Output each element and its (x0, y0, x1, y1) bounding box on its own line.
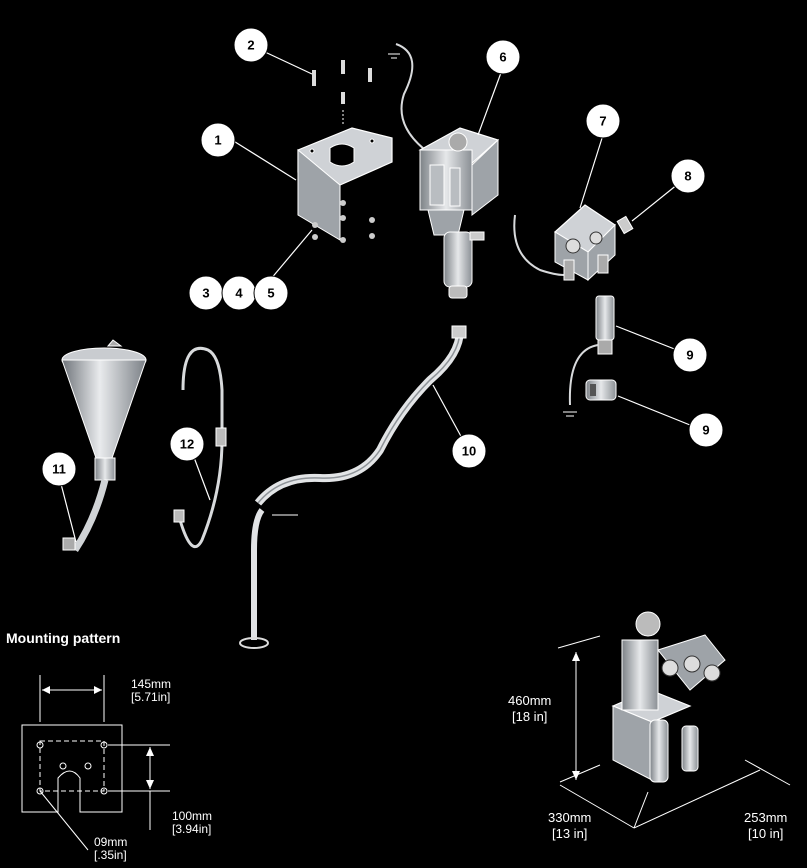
callout-9b-label: 9 (702, 423, 709, 438)
callout-7: 7 (585, 103, 621, 139)
fitting (616, 215, 634, 235)
callout-5: 5 (253, 275, 289, 311)
mounting-pattern-title: Mounting pattern (6, 630, 120, 646)
callout-4-label: 4 (235, 286, 243, 301)
mounting-hole-in: [.35in] (94, 848, 127, 862)
washers-and-nuts (312, 200, 375, 243)
callout-12-label: 12 (180, 437, 194, 452)
callout-11: 11 (41, 451, 77, 487)
callout-5-label: 5 (267, 286, 274, 301)
mounting-holes (36, 741, 108, 795)
mounting-height-in: [3.94in] (172, 822, 211, 836)
solenoid (563, 295, 615, 417)
overall-width-in: [10 in] (748, 826, 783, 841)
overall-depth-mm: 330mm (548, 810, 591, 825)
callout-6: 6 (485, 39, 521, 75)
callout-7-label: 7 (599, 114, 606, 129)
overall-depth-in: [13 in] (552, 826, 587, 841)
mounting-height-mm: 100mm (172, 809, 212, 823)
callout-3-label: 3 (202, 286, 209, 301)
supply-hose (239, 325, 467, 649)
callout-9-fitting: 9 (688, 412, 724, 448)
callout-8: 8 (670, 158, 706, 194)
callout-2: 2 (233, 27, 269, 63)
valve-manifold (513, 204, 616, 282)
callout-10: 10 (451, 433, 487, 469)
mounting-hole-mm: 09mm (94, 835, 127, 849)
mounting-bracket (297, 127, 393, 241)
callout-6-label: 6 (499, 50, 506, 65)
callout-4: 4 (221, 275, 257, 311)
overall-height-mm: 460mm (508, 693, 551, 708)
overall-height-in: [18 in] (512, 709, 547, 724)
callout-2-label: 2 (247, 38, 254, 53)
mounting-pattern: Mounting pattern 145mm [5.71in] 100mm [3… (6, 630, 212, 862)
callout-1-label: 1 (214, 133, 221, 148)
callout-9-solenoid: 9 (672, 337, 708, 373)
mounting-width-in: [5.71in] (131, 690, 170, 704)
callout-3: 3 (188, 275, 224, 311)
overall-width-mm: 253mm (744, 810, 787, 825)
callout-11-label: 11 (52, 462, 66, 477)
pump-assembly (388, 43, 500, 299)
screws (312, 60, 372, 125)
lubricant-reservoir (61, 339, 147, 552)
suction-tube (173, 347, 227, 549)
callout-10-label: 10 (462, 444, 476, 459)
assembled-unit-dimensions: 460mm [18 in] 330mm [13 in] 253mm [10 in… (508, 611, 791, 841)
callout-12: 12 (169, 426, 205, 462)
adapter-fitting (585, 379, 617, 401)
callout-8-label: 8 (684, 169, 691, 184)
callout-leaders (59, 51, 691, 543)
callout-9-label: 9 (686, 348, 693, 363)
mounting-width-mm: 145mm (131, 677, 171, 691)
callout-1: 1 (200, 122, 236, 158)
